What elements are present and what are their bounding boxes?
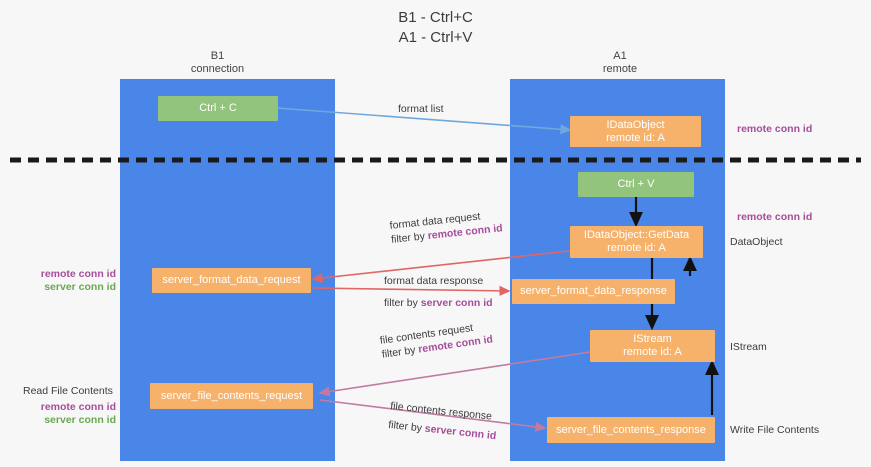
annotation-write-file-contents: Write File Contents <box>730 424 819 437</box>
label-format-data-request: format data request filter by remote con… <box>389 207 503 247</box>
annotation-left-ids-bottom: remote conn id server conn id <box>21 401 116 427</box>
box-sfcres-label: server_file_contents_response <box>556 423 706 436</box>
box-server-format-data-response[interactable]: server_format_data_response <box>512 279 675 304</box>
box-ctrl-c-line1: Ctrl + C <box>199 102 237 114</box>
annotation-remote-conn-id-mid: remote conn id <box>737 211 812 224</box>
label-file-contents-response: file contents response filter by server … <box>388 399 499 443</box>
annotation-remote-conn-id-top: remote conn id <box>737 123 812 136</box>
box-ctrl-v[interactable]: Ctrl + V <box>578 172 694 197</box>
lane-title-b1: B1 connection <box>190 50 245 75</box>
annotation-remote-conn-id-top-text: remote conn id <box>737 123 813 135</box>
box-sfcreq-label: server_file_contents_request <box>160 389 303 402</box>
label-fdres-line1: format data response <box>384 275 484 287</box>
box-ctrl-v-line1: Ctrl + V <box>617 178 655 190</box>
box-idataobject-line2: remote id: A <box>606 131 665 144</box>
box-istream[interactable]: IStream remote id: A <box>590 330 715 362</box>
box-server-file-contents-response[interactable]: server_file_contents_response <box>547 417 715 443</box>
box-getdata-line1: IDataObject::GetData <box>583 229 690 241</box>
label-format-list-text: format list <box>398 103 444 115</box>
label-file-contents-request: file contents request filter by remote c… <box>379 318 494 361</box>
annotation-read-file-contents-text: Read File Contents <box>23 385 113 397</box>
box-idataobject[interactable]: IDataObject remote id: A <box>570 116 701 147</box>
box-ctrl-c[interactable]: Ctrl + C <box>158 96 278 121</box>
label-format-data-response: format data response filter by server co… <box>384 274 493 310</box>
box-istream-line1: IStream <box>633 333 672 345</box>
annotation-left-ids-top: remote conn id server conn id <box>21 268 116 294</box>
annotation-write-file-contents-text: Write File Contents <box>730 424 820 436</box>
label-fdres-key: server conn id <box>420 297 493 309</box>
label-fdres-line2: filter by server conn id <box>384 296 493 310</box>
title-line-2: A1 - Ctrl+V <box>398 29 473 46</box>
label-fcreq-prefix: filter by <box>381 343 420 361</box>
diagram-title: B1 - Ctrl+C A1 - Ctrl+V <box>0 8 871 48</box>
annotation-left-ids-top-server: server conn id <box>44 281 116 293</box>
box-getdata-line2: remote id: A <box>607 242 666 254</box>
annotation-dataobject-text: DataObject <box>730 236 783 248</box>
box-idataobject-line1: IDataObject <box>606 118 665 131</box>
lane-title-a1: A1 remote <box>602 50 638 75</box>
annotation-istream: IStream <box>730 341 767 354</box>
annotation-left-ids-bottom-remote: remote conn id <box>40 401 116 413</box>
annotation-read-file-contents: Read File Contents <box>23 385 113 398</box>
label-fcres-key: server conn id <box>424 422 497 443</box>
label-fcres-prefix: filter by <box>387 418 426 435</box>
box-idataobject-getdata[interactable]: IDataObject::GetData remote id: A <box>570 226 703 258</box>
box-sfdreq-label: server_format_data_request <box>162 274 301 286</box>
annotation-left-ids-bottom-server: server conn id <box>44 414 116 426</box>
annotation-remote-conn-id-mid-text: remote conn id <box>737 211 813 223</box>
annotation-dataobject: DataObject <box>730 236 783 249</box>
annotation-left-ids-top-remote: remote conn id <box>40 268 116 280</box>
label-fdres-prefix: filter by <box>384 297 421 309</box>
box-server-format-data-request[interactable]: server_format_data_request <box>152 268 311 293</box>
annotation-istream-text: IStream <box>730 341 767 353</box>
box-sfdres-label: server_format_data_response <box>520 285 667 297</box>
box-istream-line2: remote id: A <box>623 346 682 358</box>
title-line-1: B1 - Ctrl+C <box>398 9 473 26</box>
label-fdreq-prefix: filter by <box>390 230 429 246</box>
box-server-file-contents-request[interactable]: server_file_contents_request <box>150 383 313 409</box>
label-format-list: format list <box>398 102 444 116</box>
